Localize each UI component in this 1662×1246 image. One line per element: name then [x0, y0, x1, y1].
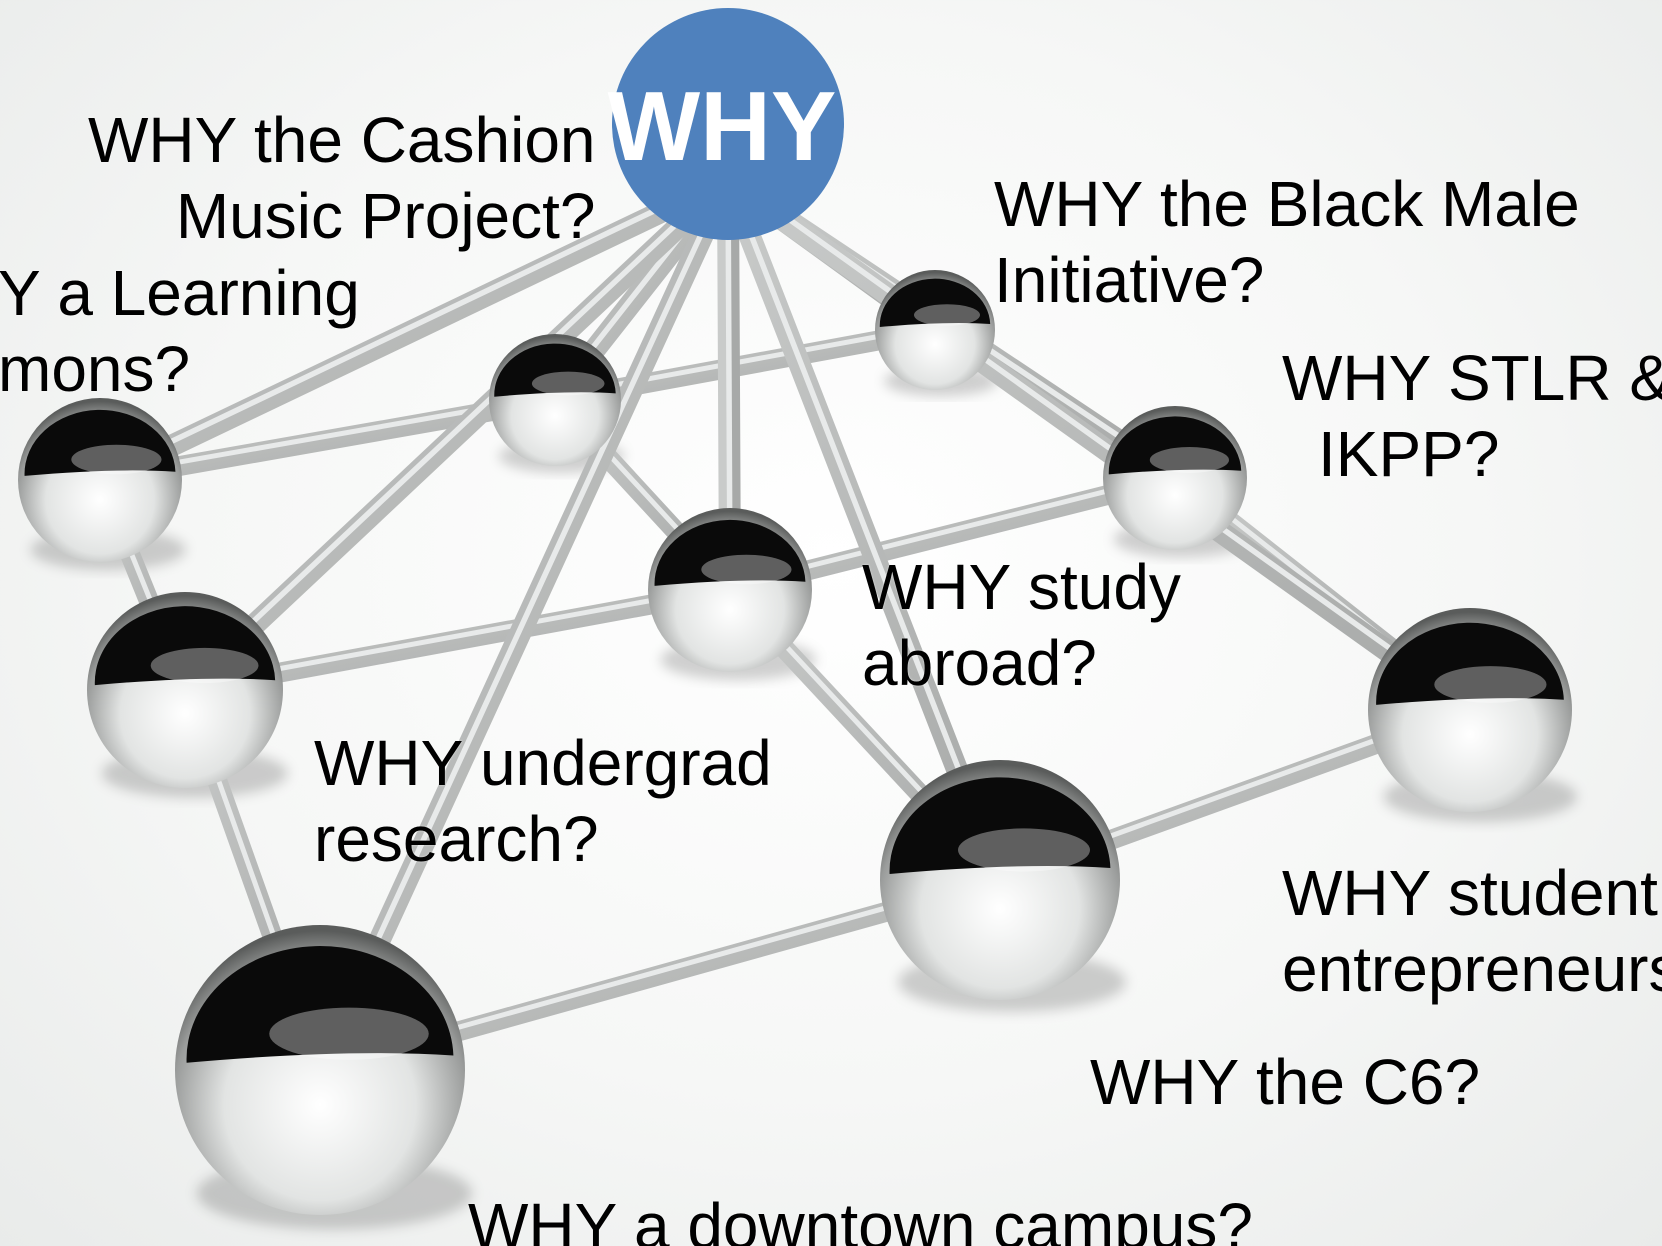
label-line: Music Project?: [175, 180, 596, 252]
sphere-reflection: [24, 409, 176, 476]
label-black-male-initiative: WHY the Black Male Initiative?: [994, 166, 1580, 318]
sphere-reflection: [1108, 416, 1242, 475]
chrome-sphere: [1368, 608, 1572, 812]
sphere-reflection: [879, 278, 991, 327]
sphere-reflection: [494, 343, 616, 397]
label-student-entrepreneurs: WHY student entrepreneurs: [1282, 855, 1662, 1007]
label-undergrad-research: WHY undergrad research?: [314, 725, 772, 877]
label-stlr-ikpp: WHY STLR & IKPP?: [1282, 340, 1662, 492]
label-line: entrepreneurs: [1282, 933, 1662, 1005]
chrome-sphere: [87, 592, 283, 788]
label-line: abroad?: [862, 627, 1097, 699]
chrome-sphere: [175, 925, 465, 1215]
chrome-sphere: [648, 508, 812, 672]
label-line: WHY STLR &: [1282, 342, 1662, 414]
label-line: WHY the Cashion: [88, 104, 596, 176]
sphere-highlight: [269, 1007, 429, 1060]
why-circle: WHY: [608, 8, 844, 240]
apex-rod: [717, 169, 1481, 721]
apex-rod: [89, 169, 739, 491]
apex-rod-highlight: [317, 172, 731, 1069]
chrome-sphere: [489, 334, 621, 466]
sphere-highlight: [701, 554, 792, 585]
sphere-highlight: [1149, 447, 1229, 473]
label-line: mons?: [0, 333, 191, 405]
apex-rod: [174, 169, 739, 701]
chrome-sphere: [875, 270, 995, 390]
sphere-highlight: [150, 647, 259, 684]
apex-rod-highlight: [97, 172, 731, 479]
label-line: WHY study: [862, 551, 1181, 623]
sphere-reflection: [654, 519, 806, 586]
sphere-highlight: [71, 444, 162, 475]
label-line: Y a Learning: [0, 257, 360, 329]
sphere-highlight: [958, 828, 1090, 872]
label-line: WHY undergrad: [314, 727, 772, 799]
label-line: WHY student: [1282, 857, 1658, 929]
apex-rod-highlight: [182, 172, 731, 689]
chrome-sphere: [18, 398, 182, 562]
label-c6: WHY the C6?: [1090, 1044, 1480, 1120]
apex-rod-highlight: [725, 172, 1473, 709]
label-line: WHY the Black Male: [994, 168, 1580, 240]
apex-rod-highlight: [725, 172, 1003, 879]
chrome-sphere: [880, 760, 1120, 1000]
sphere-highlight: [914, 304, 980, 326]
sphere-reflection: [1376, 622, 1564, 705]
chrome-sphere: [1103, 406, 1247, 550]
label-downtown-campus: WHY a downtown campus?: [468, 1188, 1253, 1246]
label-study-abroad: WHY study abroad?: [862, 549, 1181, 701]
label-line: WHY the C6?: [1090, 1046, 1481, 1118]
label-line: IKPP?: [1318, 418, 1500, 490]
sphere-reflection: [94, 606, 276, 686]
sphere-reflection: [186, 946, 454, 1063]
why-circle-text: WHY: [608, 71, 837, 181]
label-cashion-music-project: WHY the Cashion Music Project?: [88, 102, 596, 254]
label-line: Initiative?: [994, 244, 1265, 316]
label-learning-commons: Y a Learning mons?: [0, 255, 360, 407]
label-line: WHY a downtown campus?: [468, 1190, 1253, 1246]
label-line: research?: [314, 803, 599, 875]
sphere-reflection: [889, 777, 1111, 874]
sphere-highlight: [531, 371, 605, 396]
sphere-highlight: [1434, 666, 1547, 703]
